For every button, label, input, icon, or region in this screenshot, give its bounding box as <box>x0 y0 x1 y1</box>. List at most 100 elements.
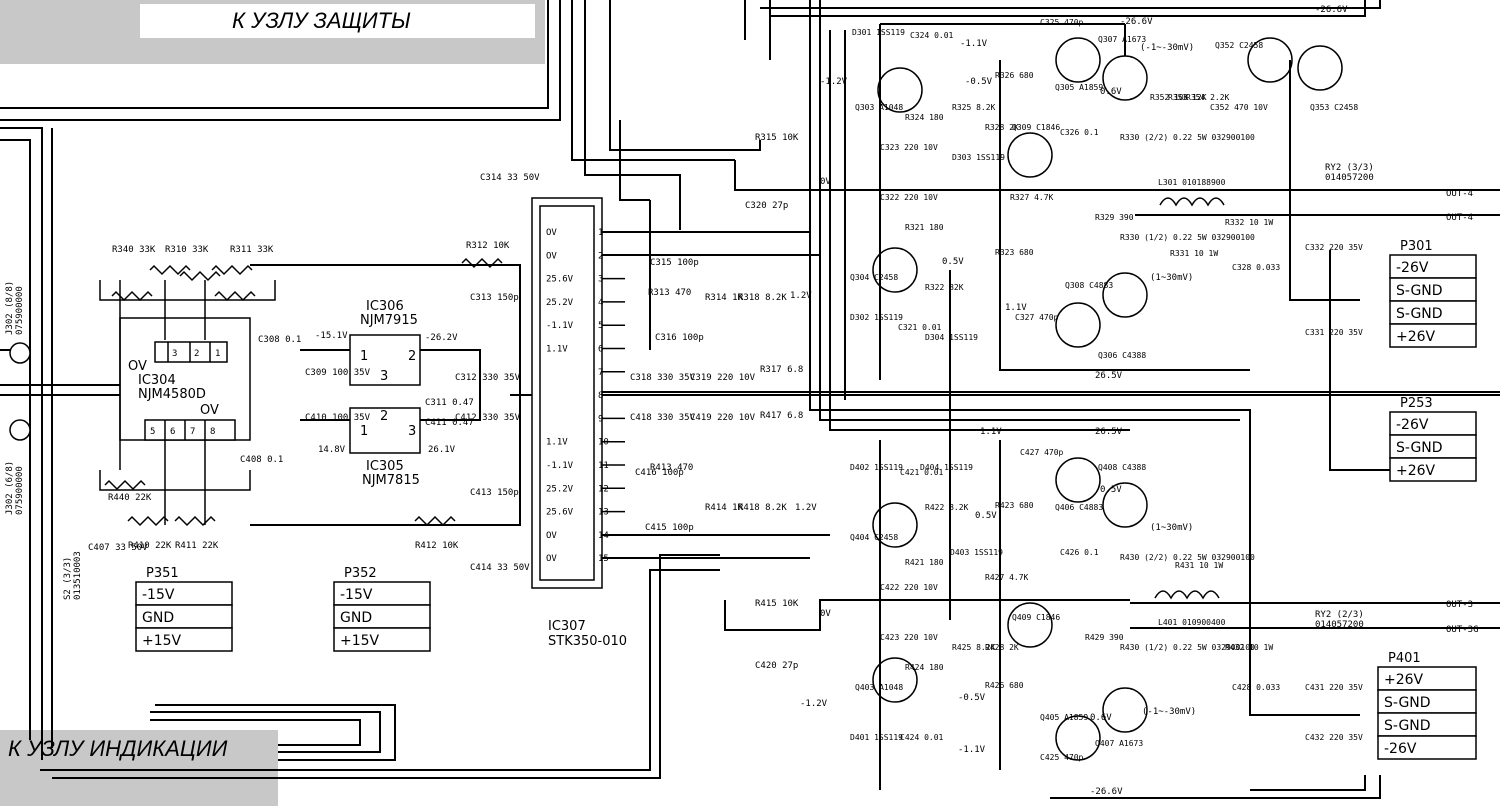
v-r322: 0.5V <box>942 257 964 267</box>
p351-row <box>135 627 233 652</box>
lbl-r430-2: R430 (2/2) 0.22 5W 032900100 <box>1120 553 1255 562</box>
lbl-q304: Q304 C2458 <box>850 273 898 282</box>
p351-row-label: -15V <box>142 587 175 603</box>
v-q403-in: -1.2V <box>800 699 828 709</box>
ic307-pin-voltage: -1.1V <box>546 321 574 331</box>
v-r326: -0.5V <box>965 77 993 87</box>
v-q306-out: (1~30mV) <box>1150 273 1193 283</box>
lbl-c311: C311 0.47 <box>425 398 474 408</box>
lbl-c427: C427 470p <box>1020 448 1064 457</box>
ic307-pin-voltage: 25.2V <box>546 484 574 494</box>
q409-transistor <box>1007 602 1053 648</box>
q407-transistor <box>1102 687 1148 733</box>
v-q406-out: (1~30mV) <box>1150 523 1193 533</box>
q304-transistor <box>872 247 918 293</box>
q408-transistor <box>1055 457 1101 503</box>
q403-transistor <box>872 657 918 703</box>
lbl-r329: R329 390 <box>1095 213 1134 222</box>
ic307-pin-voltage: 25.6V <box>546 508 574 518</box>
misc-labels: OUT-4 OUT-4 OUT-3 OUT-3G RY2 (3/3) 01405… <box>5 163 1479 635</box>
q309-transistor <box>1007 132 1053 178</box>
ic305-part: NJM7815 <box>362 473 420 488</box>
v-r423: 0.5V <box>975 511 997 521</box>
ic307-pin-number: 1 <box>598 228 603 238</box>
lbl-r427: R427 4.7K <box>985 573 1029 582</box>
v-ic305-out: 26.1V <box>428 445 456 455</box>
ic307-pin-number: 6 <box>598 345 603 355</box>
jack-symbol-1 <box>9 342 31 364</box>
ic307-pin-voltage: 25.6V <box>546 275 574 285</box>
lbl-c319: C319 220 10V <box>690 373 756 383</box>
out-4-a: OUT-4 <box>1446 189 1473 199</box>
ic307-pin-number: 3 <box>598 275 603 285</box>
lbl-r440: R440 22K <box>108 493 152 503</box>
lbl-q405: Q405 A1859 <box>1040 713 1088 722</box>
v-q303-b: -1.1V <box>960 39 988 49</box>
q306-transistor <box>1102 272 1148 318</box>
lbl-d303: D303 1SS119 <box>952 153 1005 162</box>
lbl-c320: C320 27p <box>745 201 788 211</box>
lbl-r421: R421 180 <box>905 558 944 567</box>
v-q405-e: 0.6V <box>1090 713 1112 723</box>
lbl-r423: R423 680 <box>995 501 1034 510</box>
lbl-r429: R429 390 <box>1085 633 1124 642</box>
v-q306-c: 26.5V <box>1095 371 1123 381</box>
ic307-pin-number: 15 <box>598 554 609 564</box>
lbl-r426: R426 680 <box>985 681 1024 690</box>
svg-text:3: 3 <box>380 369 388 384</box>
lbl-c308: C308 0.1 <box>258 335 301 345</box>
ic307-pin-number: 4 <box>598 298 603 308</box>
lbl-c327: C327 470p <box>1015 313 1059 322</box>
lbl-c324: C324 0.01 <box>910 31 954 40</box>
j302-6-8: J302 (6/8) <box>5 461 15 515</box>
lbl-q307: Q307 A1673 <box>1098 35 1146 44</box>
lbl-r353: R353 12K <box>1168 93 1207 102</box>
lbl-d401: D401 1SS119 <box>850 733 903 742</box>
v-ic305-in: 14.8V <box>318 445 346 455</box>
p301-row-label: S-GND <box>1396 306 1443 322</box>
ry2-2-3: RY2 (2/3) <box>1315 610 1364 620</box>
ic307-pin-voltage: OV <box>546 228 557 238</box>
lbl-r432: R432 10 1W <box>1225 643 1273 652</box>
lbl-d304: D304 1SS119 <box>925 333 978 342</box>
ic304-ov-2: OV <box>200 403 219 418</box>
ic306-part: NJM7915 <box>360 313 418 328</box>
ic304-ov: OV <box>128 359 147 374</box>
lbl-d302: D302 1SS119 <box>850 313 903 322</box>
j302-8-8: J302 (8/8) <box>5 281 15 335</box>
ic307-pin-voltage: OV <box>546 251 557 261</box>
v-top-1: -26.6V <box>1315 5 1348 15</box>
lbl-r322: R322 82K <box>925 283 964 292</box>
lbl-c415: C415 100p <box>645 523 694 533</box>
l401-coil <box>1154 590 1220 600</box>
lbl-c352: C352 470 10V <box>1210 103 1268 112</box>
v-r426: -0.5V <box>958 693 986 703</box>
lbl-r413: R413 470 <box>650 463 693 473</box>
lbl-r312: R312 10K <box>466 241 510 251</box>
lbl-q406: Q406 C4883 <box>1055 503 1103 512</box>
p351-row-label: GND <box>142 610 174 626</box>
q303-transistor <box>877 67 923 113</box>
lbl-r331: R331 10 1W <box>1170 249 1218 258</box>
ic307-pin-voltage: 1.1V <box>546 438 568 448</box>
lbl-q303: Q303 A1048 <box>855 103 903 112</box>
lbl-r323: R323 680 <box>995 248 1034 257</box>
lbl-r318: R318 8.2K <box>738 293 787 303</box>
lbl-r428: R428 2K <box>985 643 1019 652</box>
out-3: OUT-3 <box>1446 600 1473 610</box>
lbl-r332: R332 10 1W <box>1225 218 1273 227</box>
p352-row-label: GND <box>340 610 372 626</box>
p401-ref: P401 <box>1388 651 1421 666</box>
p401-row-label: -26V <box>1384 741 1417 757</box>
lbl-c328: C328 0.033 <box>1232 263 1280 272</box>
v-0v-top: 0V <box>820 177 831 187</box>
p301-row-label: -26V <box>1396 260 1429 276</box>
lbl-q353: Q353 C2458 <box>1310 103 1358 112</box>
ry2-3-3: RY2 (3/3) <box>1325 163 1374 173</box>
p301-row <box>1389 323 1477 348</box>
lbl-r410: R410 22K <box>128 541 172 551</box>
component-labels: R340 33K R310 33K R311 33K R312 10K R313… <box>88 18 1363 762</box>
v-q404-d: 1.1V <box>980 427 1002 437</box>
v-q303-in: -1.2V <box>820 77 848 87</box>
